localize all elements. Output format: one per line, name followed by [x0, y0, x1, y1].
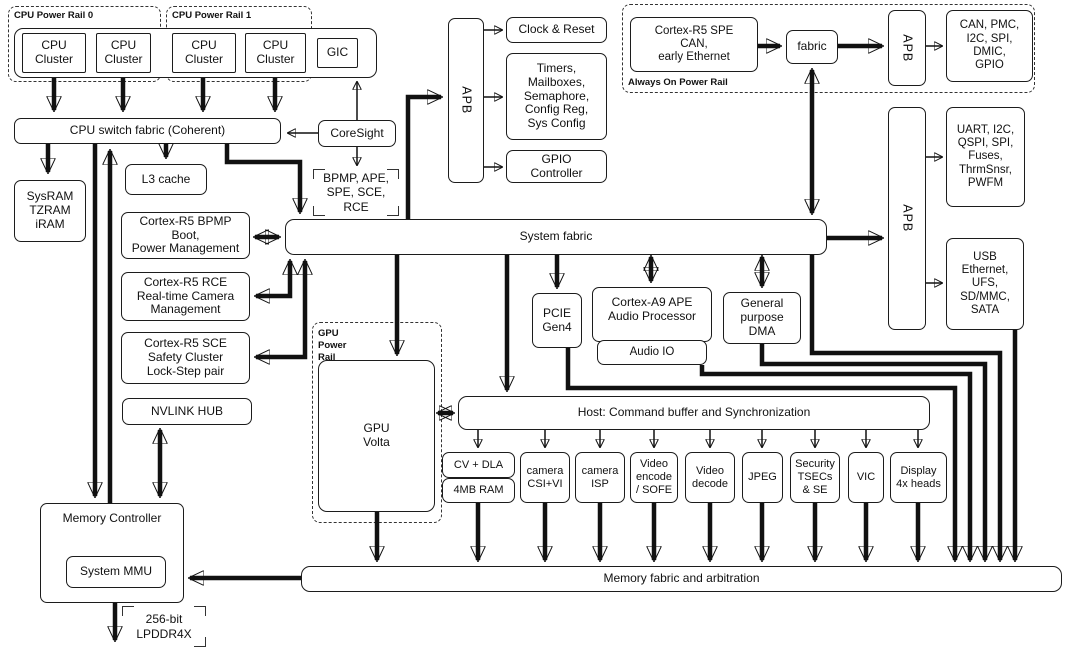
- block-camera-isp: camera ISP: [575, 452, 625, 503]
- subsystems-note-text: BPMP, APE, SPE, SCE, RCE: [323, 171, 389, 214]
- block-cpu-switch-fabric: CPU switch fabric (Coherent): [14, 118, 281, 144]
- block-gpio-controller: GPIO Controller: [506, 150, 607, 183]
- block-coresight: CoreSight: [318, 120, 396, 147]
- block-audio-io: Audio IO: [597, 340, 707, 365]
- block-cv-ram: 4MB RAM: [442, 478, 515, 503]
- cpu-power-rail-0-label: CPU Power Rail 0: [14, 10, 94, 21]
- wire-rce-systemfabric: [256, 261, 290, 296]
- block-camera-csi: camera CSI+VI: [520, 452, 570, 503]
- apb-aon-label: APB: [900, 33, 915, 63]
- wire-switchfabric-systemfabric: [224, 144, 300, 212]
- block-cpu-cluster-1: CPU Cluster: [22, 33, 86, 73]
- wire-sce-systemfabric: [256, 261, 305, 357]
- block-sysram: SysRAM TZRAM iRAM: [14, 180, 86, 242]
- block-video-encode: Video encode / SOFE: [630, 452, 678, 503]
- block-bpmp: Cortex-R5 BPMP Boot, Power Management: [121, 212, 250, 259]
- bracket-corner: [387, 206, 399, 216]
- bracket-corner: [194, 606, 206, 616]
- wire-systemfabric-apbmid: [405, 97, 441, 219]
- block-memory-fabric: Memory fabric and arbitration: [301, 566, 1062, 592]
- block-l3-cache: L3 cache: [125, 164, 207, 195]
- block-system-mmu: System MMU: [66, 556, 166, 588]
- subsystems-note: BPMP, APE, SPE, SCE, RCE: [313, 169, 399, 216]
- block-io-lower: USB Ethernet, UFS, SD/MMC, SATA: [946, 238, 1024, 330]
- block-aon-io: CAN, PMC, I2C, SPI, DMIC, GPIO: [946, 10, 1033, 82]
- block-clock-reset: Clock & Reset: [506, 17, 607, 43]
- block-aon-fabric: fabric: [786, 30, 838, 64]
- block-nvlink-hub: NVLINK HUB: [122, 398, 252, 425]
- block-rce: Cortex-R5 RCE Real-time Camera Managemen…: [121, 272, 250, 321]
- block-video-decode: Video decode: [685, 452, 735, 503]
- block-io-upper: UART, I2C, QSPI, SPI, Fuses, ThrmSnsr, P…: [946, 107, 1025, 207]
- bracket-corner: [313, 206, 325, 216]
- block-cv-dla: CV + DLA: [442, 452, 515, 478]
- block-cpu-cluster-2: CPU Cluster: [96, 33, 151, 73]
- cpu-power-rail-1-label: CPU Power Rail 1: [172, 10, 252, 21]
- block-security: Security TSECs & SE: [790, 452, 840, 503]
- block-jpeg: JPEG: [742, 452, 783, 503]
- block-timers: Timers, Mailboxes, Semaphore, Config Reg…: [506, 53, 607, 140]
- bracket-corner: [387, 169, 399, 179]
- block-cpu-cluster-4: CPU Cluster: [245, 33, 306, 73]
- block-system-fabric: System fabric: [285, 219, 827, 255]
- bracket-corner: [313, 169, 325, 179]
- block-vic: VIC: [848, 452, 884, 503]
- block-sce: Cortex-R5 SCE Safety Cluster Lock-Step p…: [121, 332, 250, 384]
- always-on-power-rail-box: [622, 4, 1035, 93]
- dram-note-text: 256-bit LPDDR4X: [136, 612, 192, 641]
- apb-right-label: APB: [900, 204, 915, 233]
- block-apb-mid: APB: [448, 18, 484, 183]
- block-gp-dma: General purpose DMA: [723, 292, 801, 344]
- gpu-power-rail-label: GPU Power Rail: [318, 328, 347, 363]
- block-pcie: PCIE Gen4: [532, 293, 582, 348]
- block-gpu-volta: GPU Volta: [318, 360, 435, 512]
- block-memory-controller: Memory Controller: [40, 503, 184, 603]
- block-spe: Cortex-R5 SPE CAN, early Ethernet: [630, 17, 758, 72]
- block-apb-right: APB: [888, 107, 926, 330]
- block-apb-aon: APB: [888, 10, 926, 86]
- bracket-corner: [194, 637, 206, 647]
- block-a9-ape: Cortex-A9 APE Audio Processor: [592, 287, 712, 342]
- always-on-power-rail-label: Always On Power Rail: [628, 77, 728, 88]
- dram-note: 256-bit LPDDR4X: [122, 606, 206, 647]
- block-cpu-cluster-3: CPU Cluster: [172, 33, 236, 73]
- block-display: Display 4x heads: [890, 452, 947, 503]
- bracket-corner: [122, 606, 134, 616]
- apb-mid-label: APB: [459, 86, 474, 115]
- block-gic: GIC: [317, 38, 358, 68]
- block-host: Host: Command buffer and Synchronization: [458, 396, 930, 430]
